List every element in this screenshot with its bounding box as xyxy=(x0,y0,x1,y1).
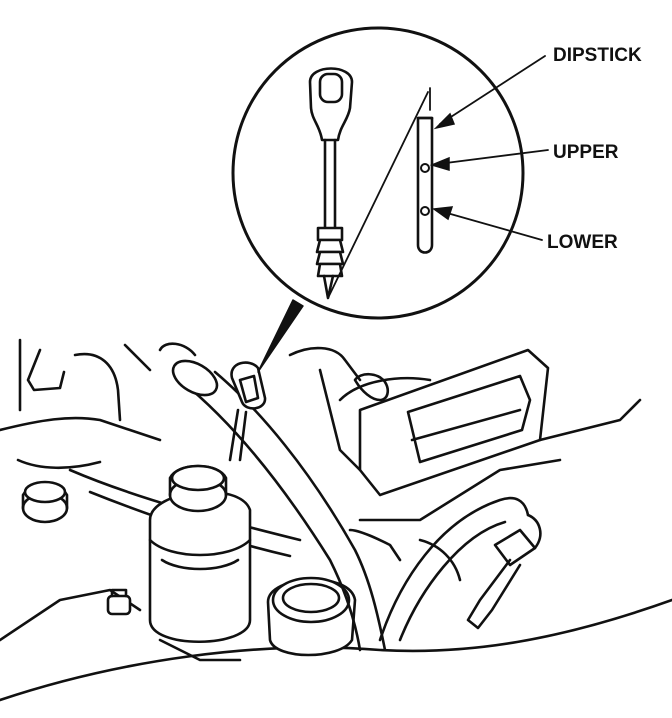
label-upper: UPPER xyxy=(553,142,619,163)
right-hose xyxy=(378,496,542,642)
dipstick-tip-magnified xyxy=(416,116,434,254)
label-lower: LOWER xyxy=(547,232,618,253)
fluid-reservoir xyxy=(148,464,252,643)
filler-cap xyxy=(266,576,357,657)
engine-bay-drawing xyxy=(0,338,672,702)
bolt-left xyxy=(21,480,69,524)
bolt-small xyxy=(106,588,132,616)
upper-mark xyxy=(420,163,430,173)
leader-lower xyxy=(431,206,543,241)
detail-pointer xyxy=(257,299,304,373)
leader-upper xyxy=(429,149,549,172)
main-hose xyxy=(123,342,387,652)
valve-cover xyxy=(358,348,550,497)
leader-dipstick xyxy=(433,55,546,130)
lower-mark xyxy=(420,206,430,216)
detail-circle xyxy=(231,26,525,320)
dipstick-handle-installed xyxy=(228,361,267,462)
dipstick-removed-icon xyxy=(308,67,354,300)
label-dipstick: DIPSTICK xyxy=(553,45,642,66)
